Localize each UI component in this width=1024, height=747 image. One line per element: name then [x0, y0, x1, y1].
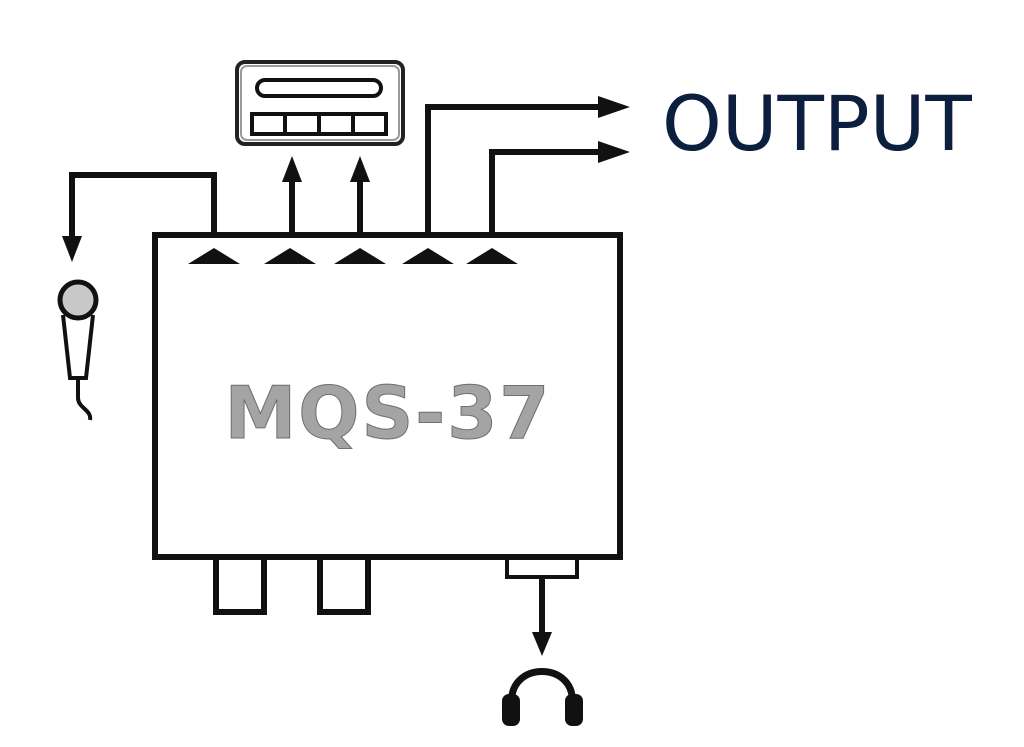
connector-player-right: [334, 248, 386, 264]
arrow-right-icon: [598, 141, 630, 163]
knob-right: [317, 557, 371, 615]
device-body: [152, 232, 623, 560]
microphone-icon: [57, 279, 99, 421]
arrow-up-icon: [282, 156, 302, 182]
top-connectors: [188, 248, 518, 264]
model-name: MQS-37: [225, 371, 552, 455]
headphone-connection: [532, 577, 552, 656]
headphones-icon: [502, 668, 583, 726]
connector-mic: [188, 248, 240, 264]
bottom-controls: [213, 555, 579, 615]
knob-left: [213, 557, 267, 615]
arrow-right-icon: [598, 96, 630, 118]
connector-output-right: [466, 248, 518, 264]
mixer-device: MQS-37: [152, 232, 623, 560]
connector-output-left: [402, 248, 454, 264]
mic-connection: [62, 172, 217, 262]
output-connection: [425, 96, 630, 235]
connector-player-left: [264, 248, 316, 264]
arrow-down-icon: [532, 632, 552, 656]
audio-player-icon: [235, 60, 405, 146]
arrow-down-icon: [62, 236, 82, 262]
output-label: OUTPUT: [662, 79, 972, 168]
arrow-up-icon: [350, 156, 370, 182]
player-connection: [282, 156, 370, 235]
